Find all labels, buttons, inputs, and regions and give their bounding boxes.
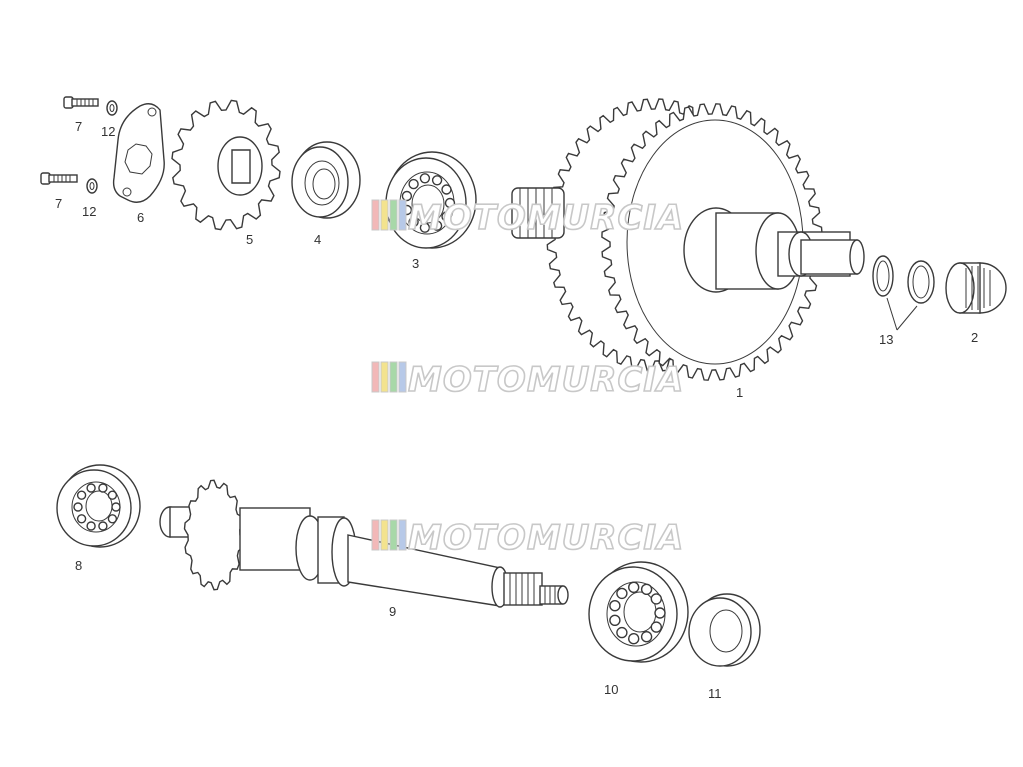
bearing-ball [431, 220, 443, 231]
bearing-ball [640, 583, 653, 595]
bearing-ball [76, 490, 87, 500]
needle-bearing-2 [945, 262, 1007, 314]
bearing-ball [654, 607, 666, 619]
label-3: 3 [412, 256, 419, 271]
bearing-ball [401, 190, 413, 202]
bearing-3 [385, 151, 477, 249]
bearing-ball [444, 197, 456, 209]
bearing-ball [111, 502, 121, 512]
label-7-upper: 7 [75, 119, 82, 134]
label-12-lower: 12 [82, 204, 96, 219]
output-shaft-9 [159, 479, 569, 608]
bearing-ball [640, 631, 653, 643]
screw-7-lower [40, 172, 78, 185]
bearing-ball [107, 514, 118, 524]
bearing-8 [56, 464, 141, 548]
watermark-text-2: MOTOMURCIA [408, 360, 684, 400]
label-4: 4 [314, 232, 321, 247]
bearing-ball [628, 581, 640, 593]
washer-12-lower [86, 178, 98, 194]
gear-shaft-1 [511, 98, 865, 381]
bearing-ball [650, 593, 662, 605]
bearing-ball [107, 490, 118, 500]
bearing-ball [86, 483, 96, 493]
bearing-ball [616, 587, 628, 600]
bearing-ball [419, 222, 431, 233]
label-12-upper: 12 [101, 124, 115, 139]
bearing-ball [98, 483, 108, 493]
label-5: 5 [246, 232, 253, 247]
washer-12-upper [106, 100, 118, 116]
watermark-text-1: MOTOMURCIA [408, 198, 684, 238]
bearing-ball [408, 178, 419, 190]
sprocket-5 [171, 99, 281, 231]
bearing-ball [76, 514, 87, 524]
shims-13 [872, 255, 935, 331]
bearing-ball [431, 175, 443, 186]
bearing-ball [73, 502, 83, 512]
bearing-ball [609, 600, 621, 612]
bearing-ball [650, 621, 662, 633]
label-8: 8 [75, 558, 82, 573]
bearing-ball [98, 521, 108, 531]
label-11: 11 [708, 686, 722, 701]
bearing-ball [408, 216, 419, 228]
label-10: 10 [604, 682, 618, 697]
label-1: 1 [736, 385, 743, 400]
oil-seal-4 [291, 141, 361, 219]
bearing-ball [628, 633, 640, 645]
bearing-ball [419, 173, 431, 184]
label-7-lower: 7 [55, 196, 62, 211]
watermark-3: MOTOMURCIA [371, 517, 684, 559]
label-13: 13 [879, 332, 893, 347]
label-9: 9 [389, 604, 396, 619]
bearing-ball [86, 521, 96, 531]
bearing-ball [441, 211, 452, 222]
oil-seal-11 [688, 593, 761, 667]
lock-plate-6 [112, 103, 165, 203]
bearing-ball [609, 614, 621, 626]
screw-7-upper [63, 96, 99, 109]
bearing-ball [441, 184, 452, 195]
label-6: 6 [137, 210, 144, 225]
watermark-2: MOTOMURCIA [371, 359, 684, 401]
bearing-ball [616, 626, 628, 639]
label-2: 2 [971, 330, 978, 345]
watermark-text-3: MOTOMURCIA [408, 518, 684, 558]
bearing-10 [588, 561, 689, 663]
watermark-1: MOTOMURCIA [371, 197, 684, 239]
